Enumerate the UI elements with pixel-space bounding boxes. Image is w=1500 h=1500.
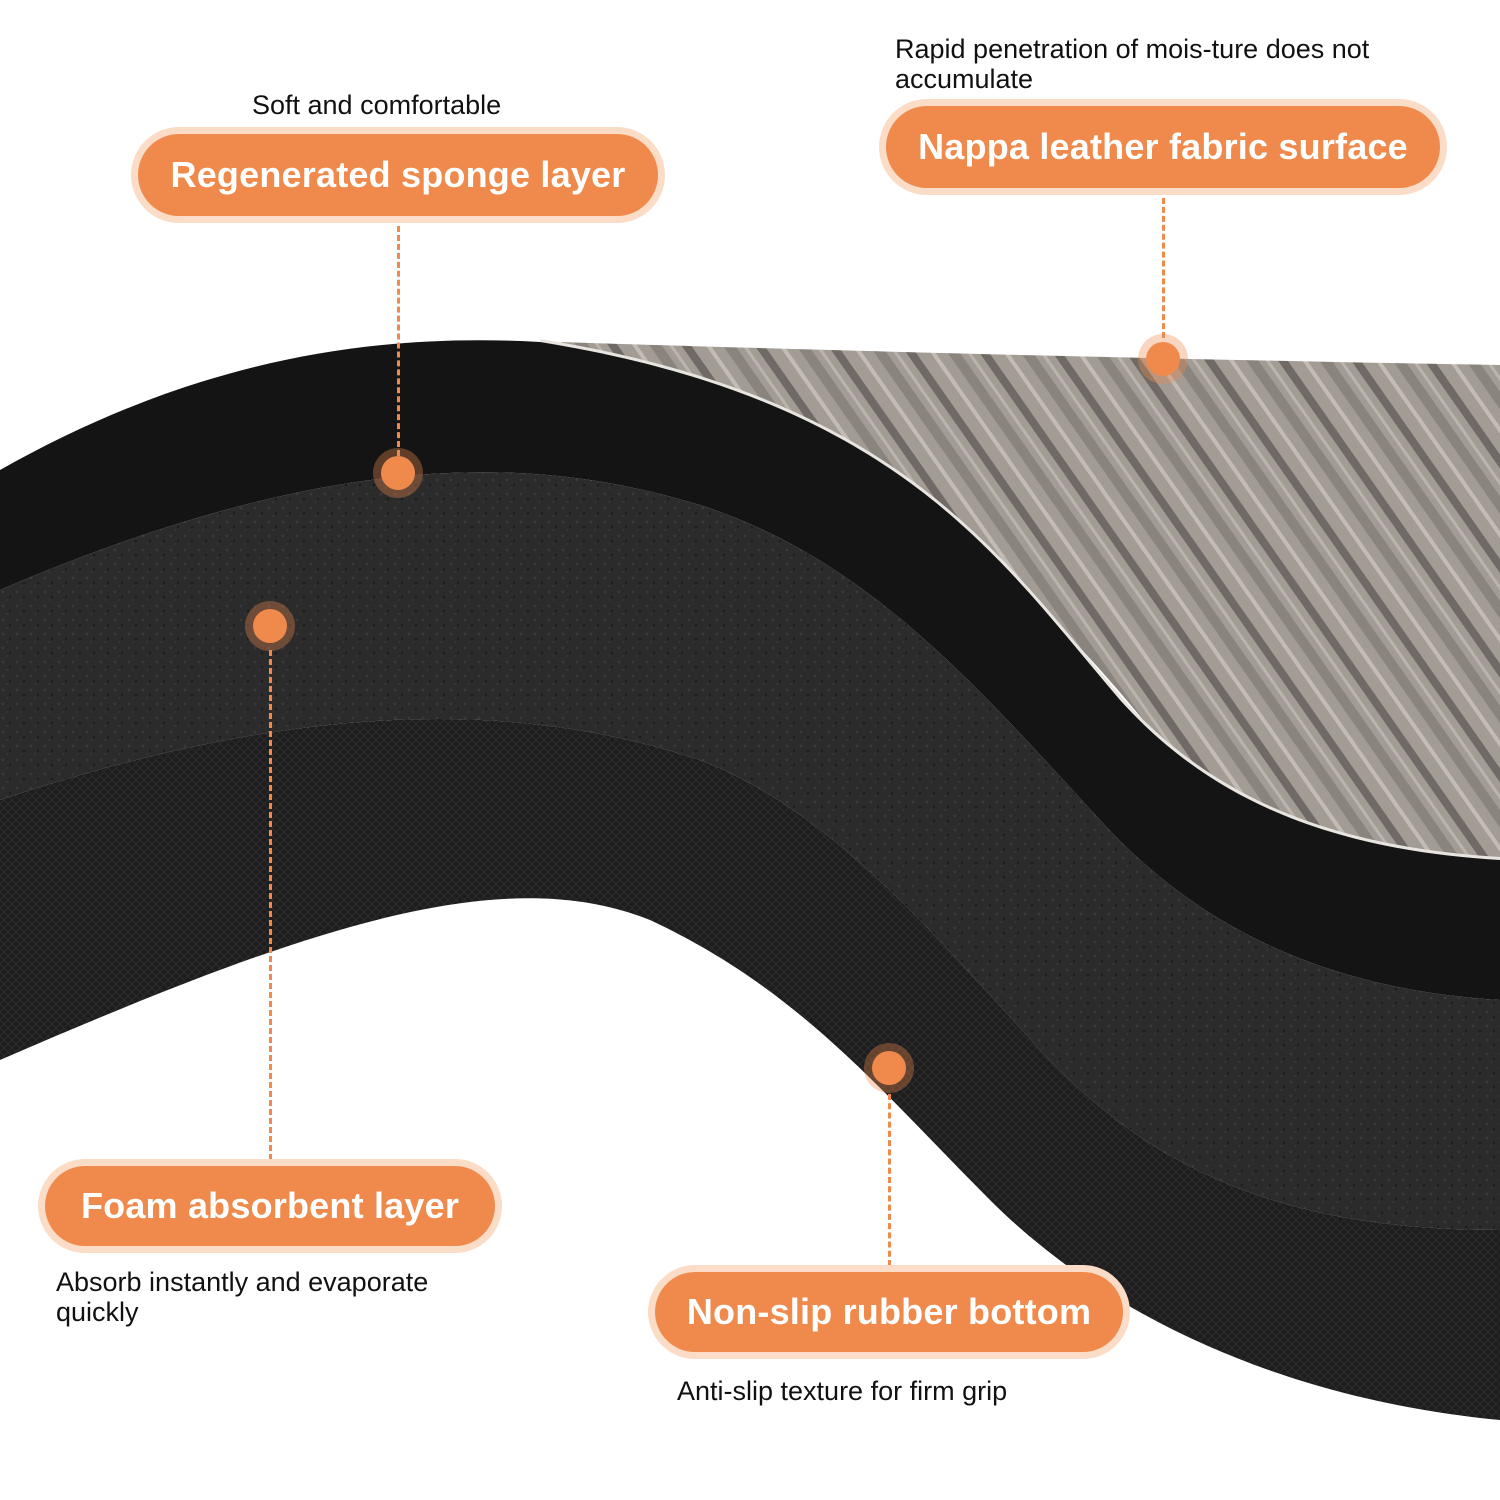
- rubber-layer: [0, 719, 1500, 1420]
- sponge-layer: [0, 340, 1500, 1001]
- sponge-marker-dot: [381, 456, 415, 490]
- fabric-surface: [560, 342, 1500, 890]
- foam-label-pill: Foam absorbent layer: [45, 1166, 495, 1246]
- foam-caption: Absorb instantly and evaporate quickly: [56, 1267, 429, 1327]
- rubber-label-pill: Non-slip rubber bottom: [655, 1272, 1123, 1352]
- sponge-caption: Soft and comfortable: [252, 90, 502, 120]
- rubber-leader-line: [888, 1094, 891, 1266]
- nappa-label-pill: Nappa leather fabric surface: [886, 106, 1440, 188]
- nappa-marker-dot: [1146, 342, 1180, 376]
- foam-marker-dot: [253, 609, 287, 643]
- rubber-marker-dot: [872, 1051, 906, 1085]
- rubber-caption: Anti-slip texture for firm grip: [677, 1376, 1008, 1406]
- foam-layer: [0, 472, 1500, 1230]
- sponge-label-pill: Regenerated sponge layer: [138, 134, 658, 216]
- foam-leader-line: [269, 650, 272, 1160]
- sponge-leader-line: [397, 226, 400, 456]
- nappa-caption: Rapid penetration of mois-ture does not …: [895, 34, 1370, 94]
- nappa-leader-line: [1162, 198, 1165, 338]
